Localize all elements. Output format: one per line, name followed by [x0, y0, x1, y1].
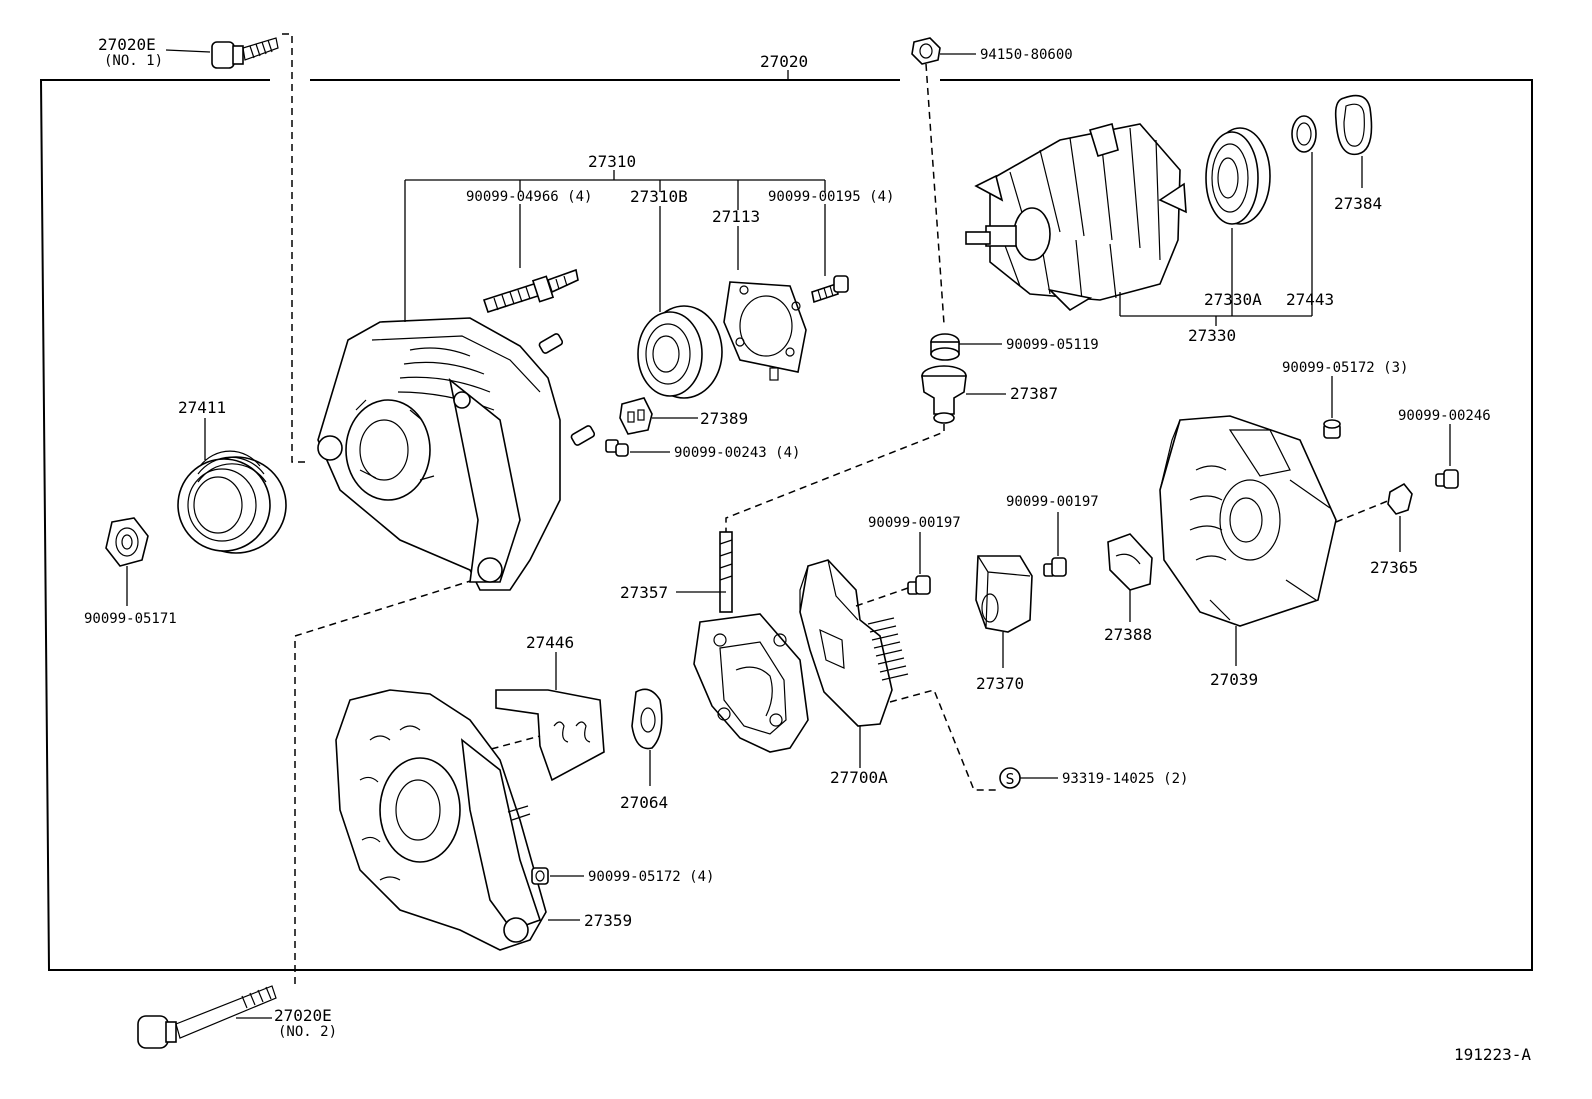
label-27389: 27389	[700, 409, 748, 428]
label-27446: 27446	[526, 633, 574, 652]
brush-cover-icon[interactable]	[1107, 533, 1153, 591]
guide-regulator-screw	[855, 587, 909, 607]
collar-icon[interactable]	[930, 333, 960, 361]
washer-27443-icon[interactable]	[1291, 115, 1317, 153]
label-90099-00243: 90099-00243 (4)	[674, 445, 800, 461]
screw-00243-icon[interactable]	[605, 439, 629, 457]
label-27330: 27330	[1188, 326, 1236, 345]
pulley-icon[interactable]	[177, 450, 287, 554]
label-27359: 27359	[584, 911, 632, 930]
label-90099-05172-4: 90099-05172 (4)	[588, 869, 714, 885]
label-27020e-no2: 27020E	[274, 1006, 332, 1025]
label-90099-05172-3: 90099-05172 (3)	[1282, 360, 1408, 376]
pulley-nut-icon[interactable]	[105, 517, 149, 567]
front-frame-icon[interactable]	[335, 689, 547, 951]
bracket-27310	[404, 170, 826, 322]
label-27310b: 27310B	[630, 187, 688, 206]
nut-05172-3-icon[interactable]	[1323, 419, 1341, 439]
label-93319-14025: 93319-14025 (2)	[1062, 771, 1188, 787]
brush-holder-icon[interactable]	[975, 555, 1033, 633]
guide-regulator-s	[889, 689, 998, 791]
label-27384: 27384	[1334, 194, 1382, 213]
terminal-insulator-27365-icon[interactable]	[1387, 482, 1413, 515]
bracket-27330	[1119, 152, 1313, 326]
label-27020e-no1-sub: (NO. 1)	[104, 53, 163, 69]
label-27310: 27310	[588, 152, 636, 171]
assembly-frame	[39, 79, 1533, 971]
s-mark-icon: S	[999, 767, 1021, 789]
terminal-insulator-27387-icon[interactable]	[921, 365, 967, 424]
label-27365: 27365	[1370, 558, 1418, 577]
terminal-insulator-icon[interactable]	[619, 397, 653, 435]
guide-insulator-plate	[479, 735, 541, 753]
label-90099-04966: 90099-04966 (4)	[466, 189, 592, 205]
label-27370: 27370	[976, 674, 1024, 693]
label-27113: 27113	[712, 207, 760, 226]
label-27020e-no2-sub: (NO. 2)	[278, 1024, 337, 1040]
guide-terminal-stud	[925, 63, 945, 325]
label-27443: 27443	[1286, 290, 1334, 309]
label-27388: 27388	[1104, 625, 1152, 644]
screw-00246-icon[interactable]	[1435, 469, 1459, 489]
label-90099-00197-a: 90099-00197	[868, 515, 961, 531]
regulator-icon[interactable]	[799, 559, 909, 727]
rectifier-icon[interactable]	[693, 531, 809, 753]
guide-to-rectifier	[725, 424, 945, 532]
screw-00197a-icon[interactable]	[907, 575, 931, 595]
through-bolt-no1-icon[interactable]	[211, 37, 279, 69]
label-27387: 27387	[1010, 384, 1058, 403]
label-27020: 27020	[760, 52, 808, 71]
label-94150-80600: 94150-80600	[980, 47, 1073, 63]
guide-bolt-no1	[282, 33, 308, 463]
screw-00197b-icon[interactable]	[1043, 557, 1067, 577]
label-27064: 27064	[620, 793, 668, 812]
label-27357: 27357	[620, 583, 668, 602]
insulator-plate-icon[interactable]	[495, 689, 605, 782]
label-27330a: 27330A	[1204, 290, 1262, 309]
rotor-cover-27384-icon[interactable]	[1334, 94, 1373, 156]
label-90099-00246: 90099-00246	[1398, 408, 1491, 424]
leader-27020e-no1	[165, 49, 211, 53]
terminal-nut-icon[interactable]	[911, 37, 941, 65]
label-27700a: 27700A	[830, 768, 888, 787]
washer-27064-icon[interactable]	[631, 688, 663, 750]
label-27411: 27411	[178, 398, 226, 417]
rotor-icon[interactable]	[965, 123, 1187, 312]
guide-bolt-no2	[294, 577, 481, 984]
guide-rear-cover	[1335, 499, 1391, 523]
label-90099-05171: 90099-05171	[84, 611, 177, 627]
figure-id: 191223-A	[1454, 1045, 1531, 1064]
bearing-retainer-icon[interactable]	[723, 281, 807, 381]
label-90099-00195: 90099-00195 (4)	[768, 189, 894, 205]
alternator-housing-icon[interactable]	[317, 317, 596, 591]
bearing-icon[interactable]	[637, 305, 723, 399]
rotor-bearing-icon[interactable]	[1205, 127, 1271, 225]
nut-05172-4-icon[interactable]	[531, 867, 549, 885]
label-90099-00197-b: 90099-00197	[1006, 494, 1099, 510]
label-90099-05119: 90099-05119	[1006, 337, 1099, 353]
label-27039: 27039	[1210, 670, 1258, 689]
screw-icon[interactable]	[811, 275, 849, 304]
label-27020e-no1: 27020E	[98, 35, 156, 54]
s-mark-letter: S	[1005, 770, 1014, 788]
stud-bolt-icon[interactable]	[482, 268, 579, 314]
through-bolt-no2-icon[interactable]	[137, 985, 277, 1049]
rear-cover-icon[interactable]	[1159, 415, 1337, 627]
